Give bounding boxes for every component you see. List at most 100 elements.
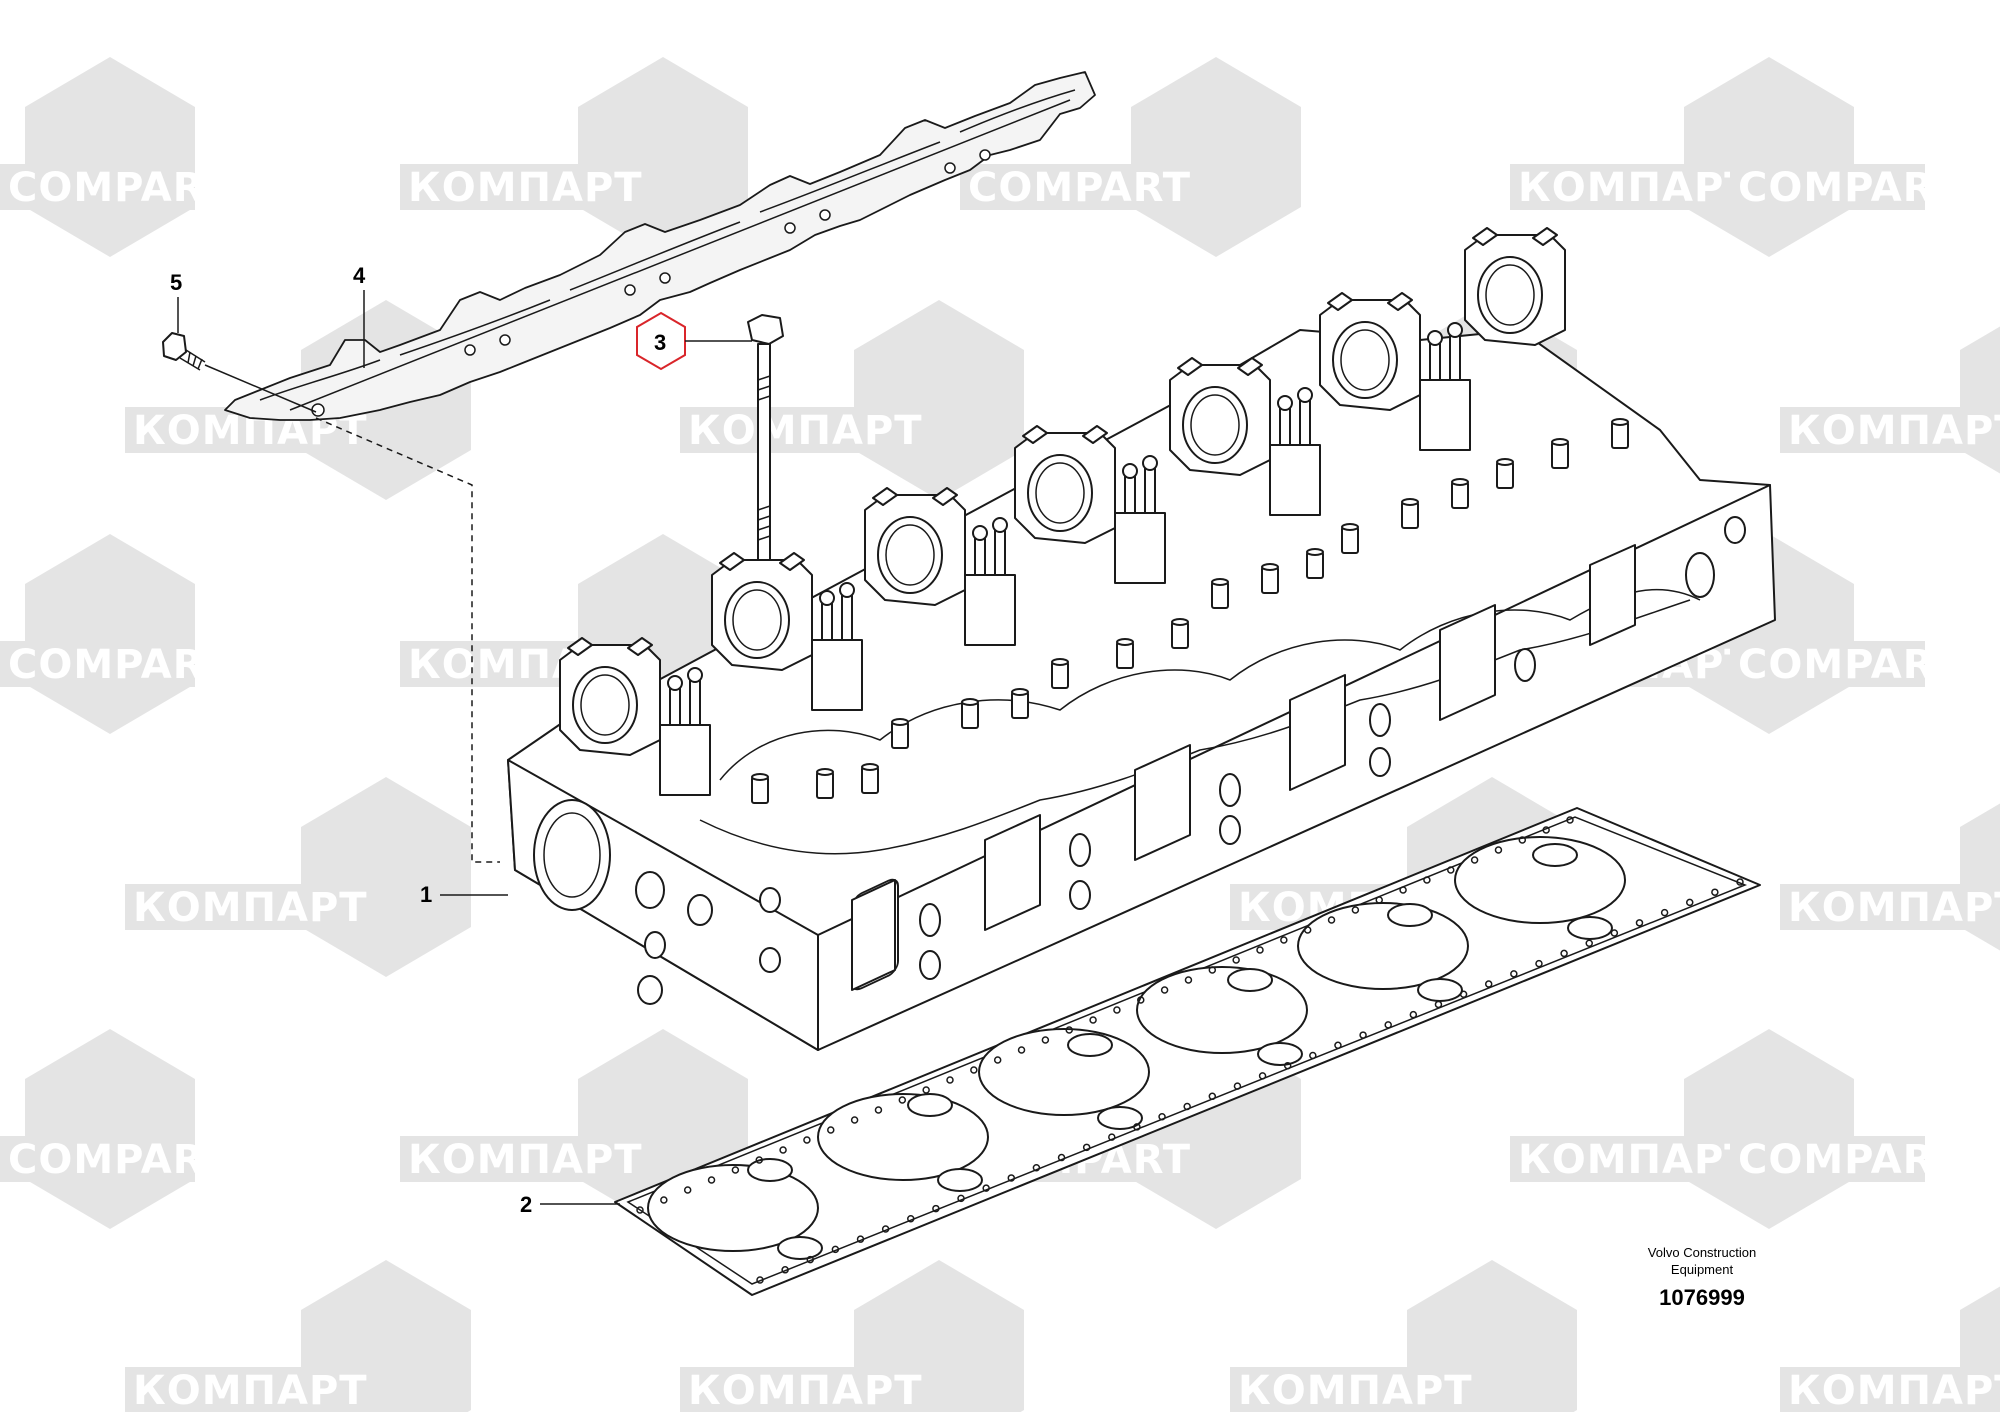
gasket-rivet-hole: [856, 1235, 865, 1243]
gasket-rivet-hole: [1113, 1006, 1121, 1014]
watermark-hex: [1960, 326, 2000, 474]
gasket-rivet-hole: [827, 1126, 835, 1134]
watermark-hex: [1684, 57, 1854, 257]
cylinder-head-icon[interactable]: [507, 227, 1776, 1051]
drawing-number: 1076999: [1659, 1285, 1745, 1310]
valve-stud: [891, 718, 909, 749]
watermark-text: КОМПАРТ: [133, 1368, 368, 1412]
gasket-rivet-hole: [1258, 1072, 1267, 1080]
watermark-text: КОМПАРТ: [1788, 408, 2000, 454]
gasket-rivet-hole: [1447, 866, 1455, 874]
watermark-bar: [400, 164, 595, 210]
gasket-rivet-hole: [1007, 1174, 1016, 1182]
gasket-rivet-hole: [1484, 980, 1493, 988]
callout-5[interactable]: 5: [170, 270, 182, 333]
gasket-rivet-hole: [1158, 1112, 1166, 1121]
gasket-rivet-hole: [1535, 959, 1543, 968]
gasket-rivet-hole: [1280, 936, 1288, 944]
svg-text:1: 1: [420, 882, 432, 907]
watermark-hex: [25, 1029, 195, 1229]
head-gasket-icon[interactable]: [614, 807, 1761, 1296]
gasket-rivet-hole: [636, 1206, 644, 1214]
gasket-rivet-hole: [1082, 1143, 1091, 1152]
watermark-hex: [1684, 1029, 1854, 1229]
injector: [1114, 455, 1166, 584]
camshaft-bearing-cap: [1014, 425, 1116, 544]
gasket-rivet-hole: [1256, 946, 1264, 954]
watermark-text: COMPART: [8, 1137, 231, 1183]
watermark-bar: [1730, 1136, 1925, 1182]
callout-4[interactable]: 4: [353, 263, 366, 368]
gasket-rivet-hole: [1057, 1153, 1066, 1162]
gasket-rivet-hole: [1032, 1163, 1041, 1172]
gasket-rivet-hole: [1635, 919, 1644, 927]
watermark-hex: [578, 57, 748, 257]
gasket-rivet-hole: [779, 1146, 787, 1154]
gasket-port-hole: [1227, 968, 1273, 992]
gasket-rivet-hole: [907, 1215, 915, 1223]
gasket-rivet-hole: [1685, 898, 1694, 907]
watermark-bar: [960, 164, 1155, 210]
gasket-port-hole: [1097, 1106, 1143, 1130]
watermark-bar: [1510, 164, 1705, 210]
flange-screw-icon[interactable]: [162, 332, 317, 413]
watermark-bar: [1730, 164, 1925, 210]
gasket-rivet-hole: [1560, 949, 1568, 958]
gasket-rivet-hole: [1208, 1092, 1217, 1101]
watermark-text: COMPART: [8, 165, 231, 211]
watermark-hex: [1960, 803, 2000, 951]
brand-line-1: Volvo Construction: [1648, 1245, 1756, 1260]
gasket-rivet-hole: [1309, 1051, 1317, 1060]
watermark-text: COMPART: [1738, 165, 1961, 211]
watermark-bar: [125, 1367, 320, 1412]
gasket-cylinder-bore: [1297, 902, 1469, 990]
callout-2[interactable]: 2: [520, 1192, 620, 1217]
valve-stud: [751, 773, 769, 804]
injector: [1419, 322, 1471, 451]
gasket-rivet-hole: [898, 1096, 907, 1104]
injector: [659, 667, 711, 796]
rail-bracket-icon[interactable]: [224, 71, 1096, 421]
valve-stud: [1341, 523, 1359, 554]
gasket-rivet-hole: [874, 1106, 883, 1114]
watermark-text: КОМПАРТ: [688, 1368, 923, 1412]
gasket-rivet-hole: [707, 1176, 716, 1184]
gasket-port-hole: [747, 1158, 793, 1182]
gasket-rivet-hole: [1232, 956, 1240, 964]
watermark-hex: [25, 57, 195, 257]
watermark-bar: [0, 1136, 195, 1182]
gasket-rivet-hole: [755, 1156, 763, 1164]
callout-3[interactable]: 3: [636, 311, 752, 371]
gasket-rivet-hole: [1375, 896, 1383, 904]
watermark-text: КОМПАРТ: [1238, 1368, 1473, 1412]
gasket-rivet-hole: [922, 1086, 930, 1094]
gasket-rivet-hole: [1423, 876, 1431, 884]
gasket-rivet-hole: [1133, 1123, 1141, 1131]
watermark-bar: [1780, 407, 1975, 453]
camshaft-bearing-cap: [711, 552, 813, 671]
gasket-cylinder-bore: [817, 1093, 989, 1181]
watermark-hex: [854, 1260, 1024, 1412]
callout-1[interactable]: 1: [420, 882, 508, 907]
watermark-bar: [0, 641, 195, 687]
watermark-text: КОМПАРТ: [408, 1137, 643, 1183]
valve-stud: [1496, 458, 1514, 489]
gasket-rivet-hole: [970, 1066, 978, 1074]
gasket-port-hole: [1417, 978, 1463, 1002]
watermark-text: КОМПАРТ: [1788, 1368, 2000, 1412]
watermark-text: COMPART: [1738, 642, 1961, 688]
valve-stud: [816, 768, 834, 799]
watermark-bar: [1780, 1367, 1975, 1412]
camshaft-bearing-cap: [559, 637, 661, 756]
watermark-text: КОМПАРТ: [1788, 885, 2000, 931]
injector: [964, 517, 1016, 646]
valve-stud: [1401, 498, 1419, 529]
gasket-port-hole: [1257, 1042, 1303, 1066]
gasket-rivet-hole: [1065, 1026, 1073, 1034]
watermark-bar: [680, 1367, 875, 1412]
gasket-rivet-hole: [831, 1245, 840, 1254]
gasket-rivet-hole: [1660, 908, 1669, 917]
watermark-text: КОМПАРТ: [408, 165, 643, 211]
